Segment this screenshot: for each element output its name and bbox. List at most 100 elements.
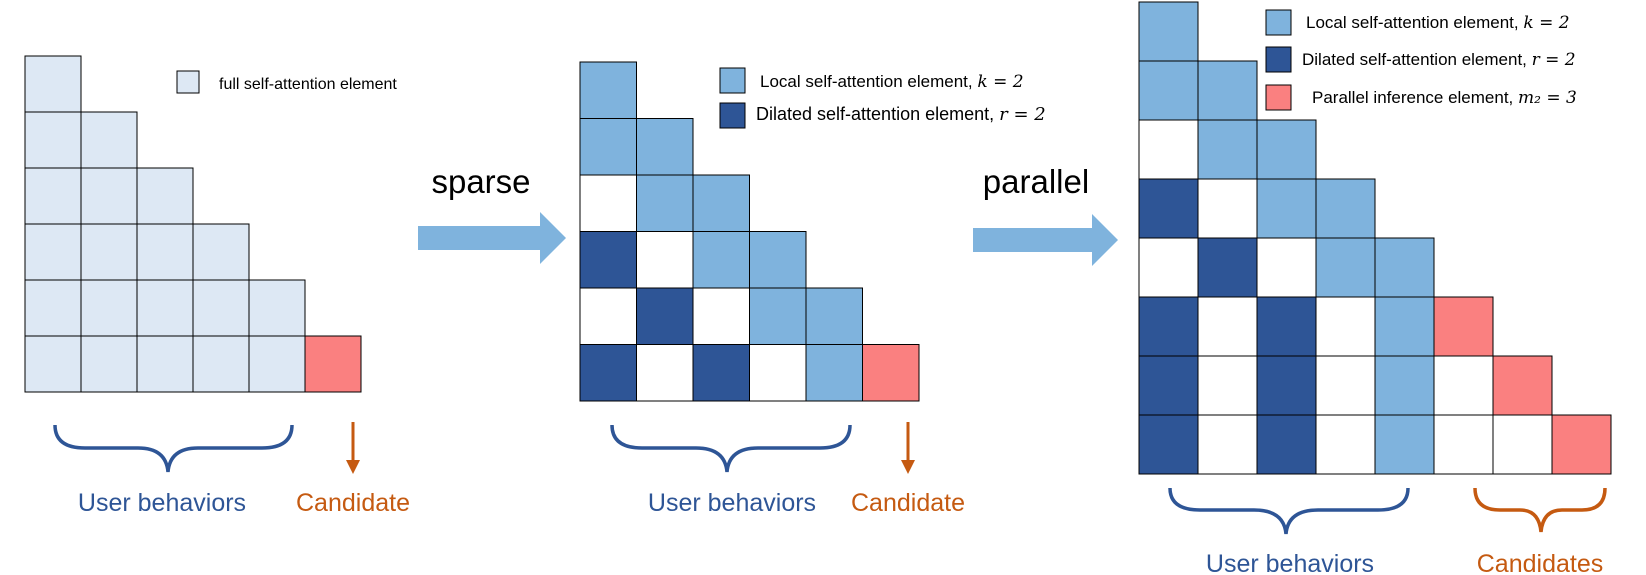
user-behaviors-brace xyxy=(53,424,294,473)
attention-cell-empty xyxy=(1492,414,1553,475)
attention-cell-local xyxy=(1197,119,1258,180)
attention-cell-local xyxy=(749,231,807,289)
attention-cell-full xyxy=(136,167,194,225)
attention-cell-local xyxy=(1138,1,1199,62)
attention-cell-full xyxy=(80,279,138,337)
legend-swatch-dilated xyxy=(719,102,746,129)
attention-cell-candidate xyxy=(1492,355,1553,416)
attention-cell-empty xyxy=(1138,119,1199,180)
panel-sparse: Local self-attention element, k = 2 Dila… xyxy=(579,61,1046,517)
legend-label-local: Local self-attention element, k = 2 xyxy=(1306,13,1570,33)
attention-cell-empty xyxy=(1138,237,1199,298)
attention-cell-dilated xyxy=(1256,414,1317,475)
attention-cell-empty xyxy=(1197,355,1258,416)
attention-cell-empty xyxy=(1433,355,1494,416)
attention-cell-full xyxy=(80,111,138,169)
candidate-label: Candidate xyxy=(296,489,410,517)
full-attention-grid xyxy=(24,55,362,393)
attention-cell-empty xyxy=(579,287,637,345)
legend-swatch-local xyxy=(719,67,746,94)
attention-cell-full xyxy=(24,167,82,225)
attention-cell-local xyxy=(1138,60,1199,121)
candidate-label: Candidate xyxy=(851,489,965,517)
legend-label-local: Local self-attention element, k = 2 xyxy=(760,72,1024,92)
attention-cell-empty xyxy=(1315,296,1376,357)
attention-cell-full xyxy=(192,279,250,337)
attention-cell-full xyxy=(24,223,82,281)
attention-cell-local xyxy=(1256,178,1317,239)
legend-swatch-dilated xyxy=(1265,46,1292,73)
attention-cell-full xyxy=(24,55,82,113)
attention-cell-empty xyxy=(1433,414,1494,475)
attention-cell-local xyxy=(579,118,637,176)
attention-cell-empty xyxy=(749,344,807,402)
attention-cell-candidate xyxy=(862,344,920,402)
attention-cell-full xyxy=(248,335,306,393)
attention-cell-full xyxy=(192,335,250,393)
attention-cell-full xyxy=(248,279,306,337)
candidates-brace xyxy=(1473,487,1607,533)
attention-cell-full xyxy=(80,167,138,225)
parallel-label: parallel xyxy=(983,163,1089,200)
parallel-arrow: parallel xyxy=(973,163,1118,266)
attention-cell-candidate xyxy=(1433,296,1494,357)
attention-cell-local xyxy=(1374,296,1435,357)
candidate-down-arrow xyxy=(346,422,360,474)
attention-cell-local xyxy=(636,174,694,232)
attention-cell-dilated xyxy=(636,287,694,345)
attention-cell-local xyxy=(1374,355,1435,416)
legend-label-parallel: Parallel inference element, m₂ = 3 xyxy=(1312,88,1577,108)
user-behaviors-brace xyxy=(610,424,852,473)
attention-cell-dilated xyxy=(1138,178,1199,239)
attention-cell-empty xyxy=(636,344,694,402)
right-arrow-icon xyxy=(418,212,566,264)
attention-cell-dilated xyxy=(579,344,637,402)
right-arrow-icon xyxy=(973,214,1118,266)
attention-cell-empty xyxy=(636,231,694,289)
legend-full: full self-attention element xyxy=(176,70,397,94)
legend-label-dilated: Dilated self-attention element, r = 2 xyxy=(756,104,1046,125)
attention-cell-local xyxy=(692,174,750,232)
attention-cell-empty xyxy=(1315,355,1376,416)
attention-cell-local xyxy=(636,118,694,176)
attention-cell-dilated xyxy=(1138,355,1199,416)
attention-cell-dilated xyxy=(692,344,750,402)
user-behaviors-label: User behaviors xyxy=(1206,550,1374,575)
attention-cell-candidate xyxy=(1551,414,1612,475)
attention-cell-dilated xyxy=(1256,355,1317,416)
attention-cell-full xyxy=(24,111,82,169)
attention-cell-dilated xyxy=(1197,237,1258,298)
attention-cell-local xyxy=(805,287,863,345)
attention-cell-dilated xyxy=(1138,296,1199,357)
legend-label-dilated: Dilated self-attention element, r = 2 xyxy=(1302,50,1576,70)
attention-cell-full xyxy=(136,335,194,393)
attention-cell-empty xyxy=(1256,237,1317,298)
attention-cell-empty xyxy=(579,174,637,232)
attention-cell-local xyxy=(805,344,863,402)
attention-cell-full xyxy=(80,335,138,393)
attention-cell-dilated xyxy=(1256,296,1317,357)
attention-cell-local xyxy=(749,287,807,345)
user-behaviors-brace xyxy=(1168,487,1410,535)
attention-cell-local xyxy=(1315,237,1376,298)
attention-cell-candidate xyxy=(304,335,362,393)
legend-sparse: Local self-attention element, k = 2 Dila… xyxy=(719,67,1046,129)
sparse-arrow: sparse xyxy=(418,163,566,264)
attention-cell-full xyxy=(80,223,138,281)
attention-cell-full xyxy=(24,279,82,337)
attention-cell-local xyxy=(579,61,637,119)
user-behaviors-label: User behaviors xyxy=(648,489,816,517)
attention-cell-full xyxy=(192,223,250,281)
attention-cell-empty xyxy=(692,287,750,345)
candidate-down-arrow xyxy=(901,422,915,474)
attention-cell-local xyxy=(1374,237,1435,298)
attention-cell-full xyxy=(136,223,194,281)
legend-parallel: Local self-attention element, k = 2 Dila… xyxy=(1265,9,1577,111)
parallel-attention-grid xyxy=(1138,1,1612,475)
attention-cell-dilated xyxy=(1138,414,1199,475)
attention-cell-dilated xyxy=(579,231,637,289)
attention-cell-local xyxy=(1197,60,1258,121)
attention-cell-empty xyxy=(1315,414,1376,475)
legend-swatch-parallel xyxy=(1265,84,1292,111)
